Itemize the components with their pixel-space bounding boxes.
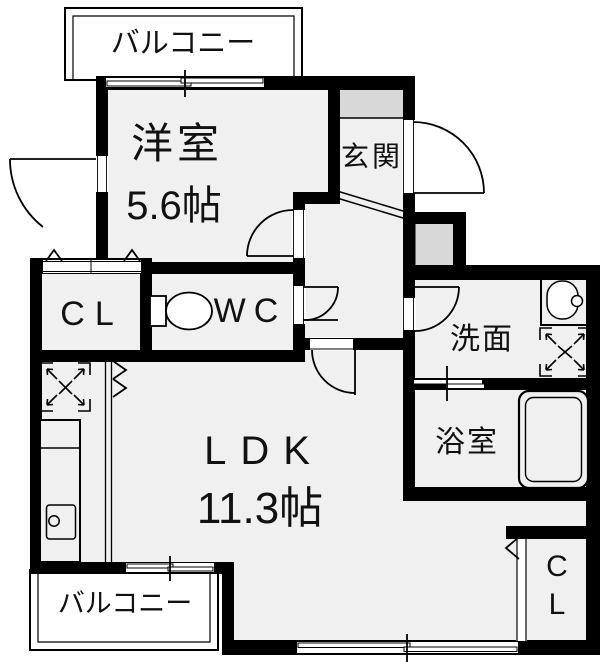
entrance-step xyxy=(336,190,404,219)
label-toilet: WC xyxy=(213,292,287,330)
washroom-door-icon xyxy=(414,286,460,332)
pipe-space xyxy=(414,221,456,269)
window-ldk-left-icon xyxy=(126,556,214,581)
closet-bifold-icon xyxy=(43,248,141,273)
exterior-door-icon xyxy=(9,158,96,228)
label-western-room-size: 5.6帖 xyxy=(126,184,222,228)
washbasin-icon xyxy=(540,274,590,326)
label-entrance: 玄関 xyxy=(340,141,404,172)
label-balcony-bottom: バルコニー xyxy=(57,588,193,619)
window-ldk-bottom-icon xyxy=(297,634,518,662)
closet-folding-door-icon xyxy=(504,536,527,641)
ldk-door-icon xyxy=(311,349,356,395)
entrance-cabinet xyxy=(340,90,403,118)
label-ldk-size: 11.3帖 xyxy=(196,484,324,533)
door-openings xyxy=(96,120,416,351)
balcony-bottom-outline xyxy=(29,569,219,651)
label-ldk: LDK xyxy=(204,429,324,473)
label-closet-bottom-l: L xyxy=(548,588,566,621)
wc-door-icon xyxy=(303,286,339,321)
bathtub-icon xyxy=(517,389,590,490)
label-balcony-top: バルコニー xyxy=(110,27,256,60)
bedroom-door-icon xyxy=(246,209,294,257)
window-top-icon xyxy=(106,70,264,97)
entrance-door-icon xyxy=(412,121,485,194)
washing-machine-space-icon xyxy=(539,327,591,377)
kitchen-counter-icon xyxy=(39,419,81,563)
refrigerator-space-icon xyxy=(40,362,91,412)
label-closet-top: CL xyxy=(60,295,124,333)
label-washroom: 洗面 xyxy=(450,323,514,356)
toilet-icon xyxy=(149,291,213,331)
label-closet-bottom-c: C xyxy=(546,550,568,583)
kitchen-partition xyxy=(104,356,128,568)
label-western-room: 洋室 xyxy=(130,120,224,167)
bathroom-sliding-door-icon xyxy=(414,366,484,401)
label-bathroom: 浴室 xyxy=(435,426,499,459)
